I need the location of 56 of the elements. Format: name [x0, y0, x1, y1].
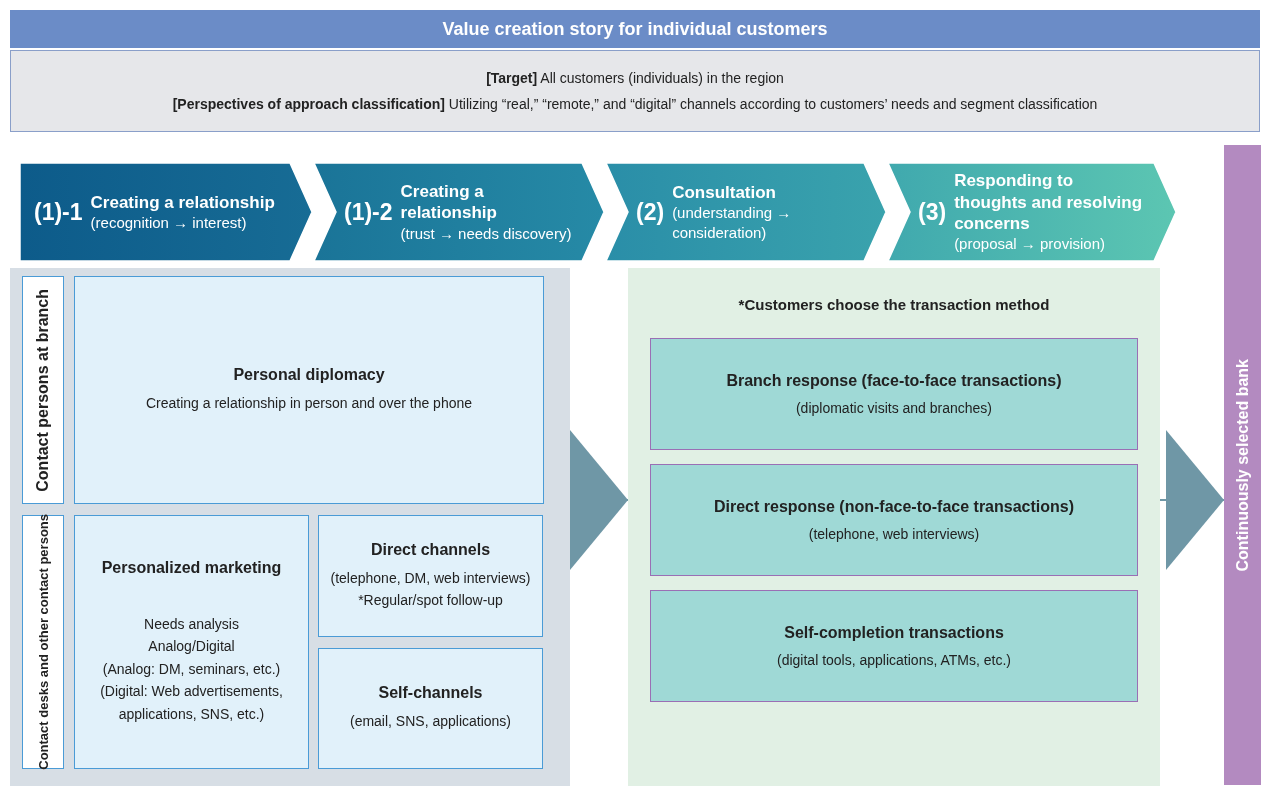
- channel-box: [74, 276, 544, 504]
- box-text: (telephone, web interviews): [808, 526, 980, 542]
- box-text: (email, SNS, applications): [349, 712, 512, 732]
- box-text: (Digital: Web advertisements, applications, SNS, etc.): [99, 682, 284, 724]
- step-number: (3): [918, 198, 947, 226]
- box-heading: Branch response (face-to-face transactions): [726, 372, 1062, 390]
- approach-text: [Perspectives of approach classification] Utilizing “real,” “remote,” and “digital” channels according to customers’ needs and segment classification: [172, 96, 1098, 112]
- box-heading: Direct response (non-face-to-face transactions): [713, 498, 1075, 516]
- step-number: (1)-2: [344, 198, 393, 226]
- result-band: [1224, 145, 1261, 785]
- step-number: (2): [636, 198, 665, 226]
- row-label-box: [22, 276, 64, 504]
- step-subtitle: (understanding → consideration): [672, 203, 793, 243]
- box-heading: Self-channels: [378, 684, 483, 703]
- method-box: [650, 590, 1138, 702]
- band-label: Continuously selected bank: [1233, 358, 1252, 572]
- step-title: Consultation: [672, 181, 777, 204]
- step-banner: [606, 163, 886, 261]
- step-subtitle: (recognition → interest): [90, 212, 248, 233]
- box-text: (Analog: DM, seminars, etc.): [102, 659, 281, 679]
- row-label-box: [22, 515, 64, 769]
- step-banner: [314, 163, 604, 261]
- step-subtitle: (proposal → provision): [954, 234, 1107, 254]
- title-banner: Value creation story for individual customers: [10, 10, 1260, 48]
- box-heading: Personal diplomacy: [233, 365, 385, 384]
- arrow: [1159, 430, 1225, 570]
- row-label: Contact persons at branch: [34, 288, 52, 492]
- box-text: Needs analysis: [144, 615, 239, 634]
- method-box: [650, 338, 1138, 450]
- panel-heading: *Customers choose the transaction method: [737, 296, 1051, 313]
- box-text: *Regular/spot follow-up: [358, 591, 503, 610]
- box-text: (telephone, DM, web interviews): [330, 568, 531, 588]
- box-text: (digital tools, applications, ATMs, etc.): [777, 652, 1011, 668]
- channel-box: [318, 515, 543, 637]
- panel-background: [10, 268, 570, 786]
- step-title: Responding to thoughts and resolving concerns: [954, 170, 1144, 235]
- arrow: [569, 430, 629, 570]
- box-heading: Self-completion transactions: [784, 624, 1004, 642]
- info-panel: [10, 50, 1260, 132]
- step-banner: [888, 163, 1176, 261]
- step-subtitle: (trust → needs discovery): [400, 223, 573, 243]
- target-text: [Target] All customers (individuals) in the region: [486, 70, 784, 86]
- channel-box: [74, 515, 309, 769]
- panel-background: [628, 268, 1160, 786]
- channel-box: [318, 648, 543, 769]
- box-text: Analog/Digital: [148, 637, 235, 657]
- box-heading: Direct channels: [370, 540, 491, 559]
- method-box: [650, 464, 1138, 576]
- step-title: Creating a relationship: [400, 181, 498, 224]
- step-title: Creating a relationship: [90, 191, 275, 213]
- step-number: (1)-1: [34, 198, 83, 226]
- row-label: Contact desks and other contact persons: [35, 514, 51, 770]
- step-banner: [20, 163, 312, 261]
- box-text: (diplomatic visits and branches): [795, 400, 993, 416]
- box-heading: Personalized marketing: [101, 559, 282, 577]
- box-text: Creating a relationship in person and over the phone: [145, 393, 473, 413]
